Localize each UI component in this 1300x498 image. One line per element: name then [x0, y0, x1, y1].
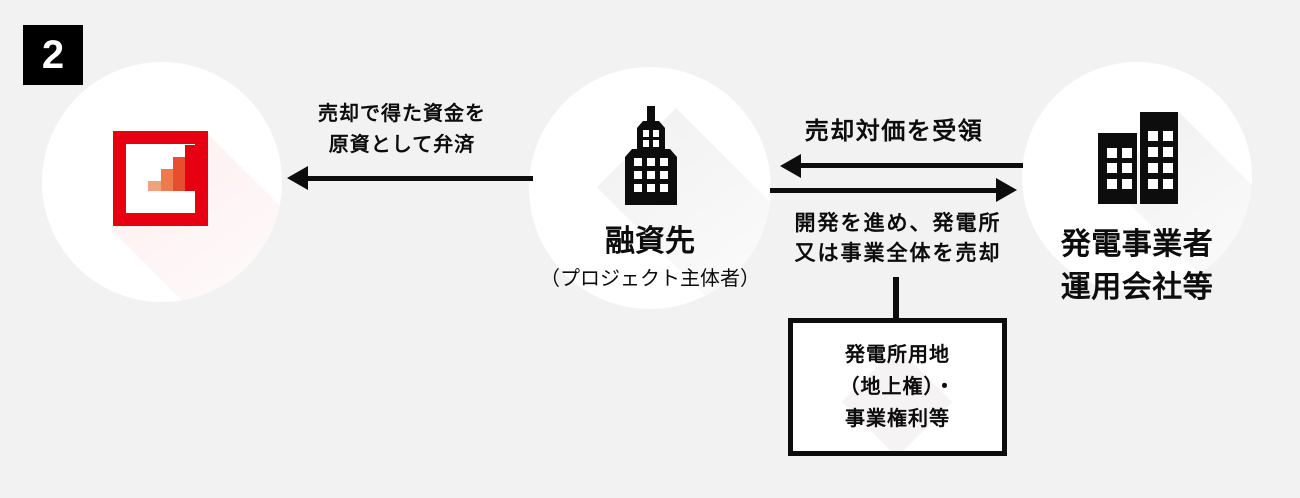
- borrower-subtitle: （プロジェクト主体者）: [540, 268, 760, 290]
- operator-name-line1: 発電事業者: [1060, 228, 1214, 261]
- office-building-icon: [624, 106, 678, 210]
- asset-box-line1: 発電所用地: [845, 344, 950, 366]
- operator-name-line2: 運用会社等: [1060, 271, 1214, 304]
- borrower-name: 融資先: [605, 225, 695, 258]
- proceeds-label: 売却対価を受領: [804, 118, 984, 145]
- sale-arrow-line: [770, 188, 997, 193]
- bar-chart-logo-icon: [113, 131, 208, 226]
- step-number: 2: [41, 32, 65, 77]
- sale-label-line2: 又は事業全体を売却: [794, 242, 1002, 265]
- logo-bar-2: [161, 169, 173, 191]
- logo-bar-1: [148, 181, 161, 191]
- logo-bar-4: [185, 145, 197, 191]
- repayment-label-line2: 原資として弁済: [328, 134, 476, 156]
- proceeds-arrow-line: [799, 163, 1023, 168]
- logo-bar-3: [173, 157, 185, 191]
- repayment-arrow-line: [305, 176, 533, 181]
- repayment-label: 売却で得た資金を 原資として弁済: [242, 99, 562, 161]
- sale-arrowhead-icon: [996, 178, 1017, 202]
- asset-box-line3: 事業権利等: [845, 408, 950, 430]
- asset-box: 発電所用地 （地上権）・ 事業権利等: [788, 318, 1007, 456]
- asset-connector-line: [893, 277, 899, 321]
- repayment-arrowhead-icon: [287, 166, 308, 190]
- asset-box-text: 発電所用地 （地上権）・ 事業権利等: [793, 323, 1002, 435]
- step-badge: 2: [23, 25, 83, 85]
- twin-buildings-icon: [1098, 112, 1178, 209]
- asset-box-line2: （地上権）・: [839, 376, 956, 398]
- sale-label: 開発を進め、発電所 又は事業全体を売却: [728, 209, 1068, 269]
- proceeds-arrowhead-icon: [780, 154, 801, 178]
- repayment-label-line1: 売却で得た資金を: [318, 103, 486, 125]
- sale-label-line1: 開発を進め、発電所: [794, 212, 1002, 235]
